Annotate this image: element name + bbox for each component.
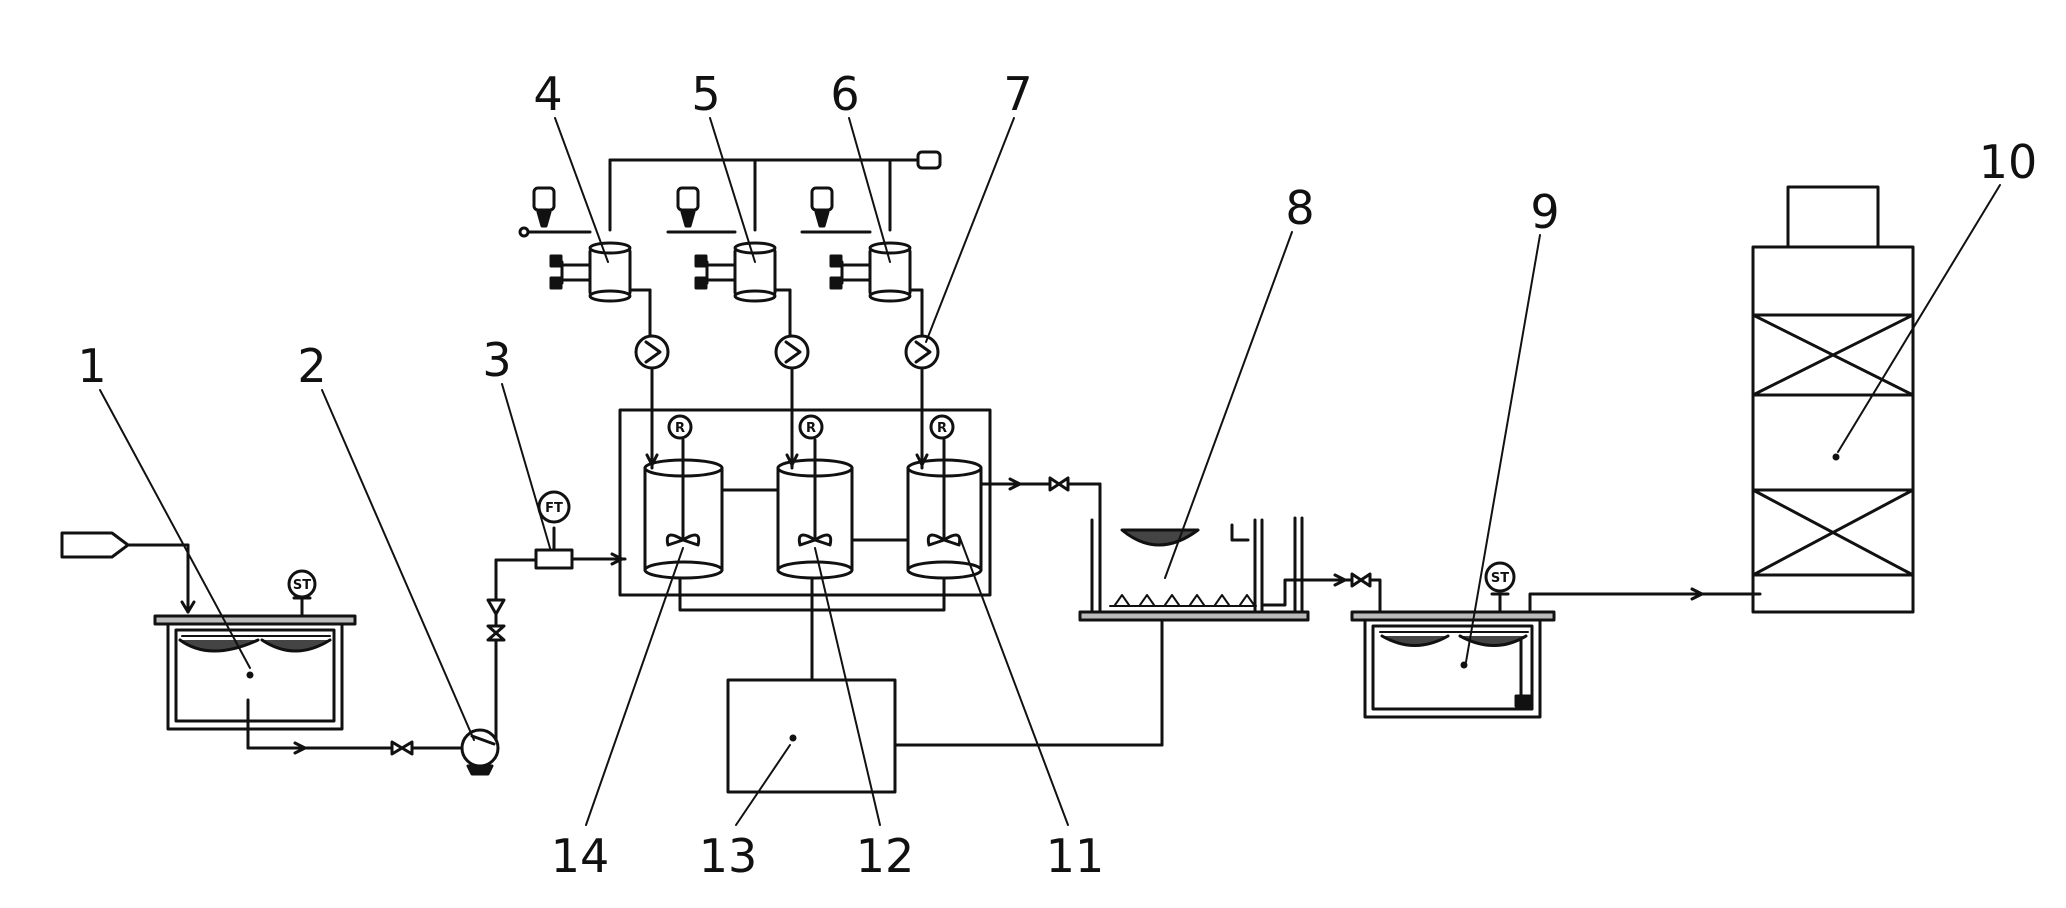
treatment-tower bbox=[1751, 185, 1915, 614]
leader-14 bbox=[585, 547, 684, 826]
reactor-c-tag: R bbox=[937, 421, 947, 436]
feed-tank-gauge bbox=[287, 569, 317, 618]
callout-6: 6 bbox=[830, 67, 859, 121]
clarified-line bbox=[1260, 572, 1382, 614]
reactor-b bbox=[776, 414, 854, 580]
leader-3 bbox=[501, 383, 551, 549]
feed-tank-gauge-tag: ST bbox=[293, 578, 311, 593]
leader-10 bbox=[1837, 184, 2001, 453]
settler-media bbox=[1109, 594, 1257, 607]
metering-pump-b bbox=[774, 334, 810, 470]
callout-10: 10 bbox=[1979, 135, 2038, 189]
effluent-tank-gauge-tag: ST bbox=[1491, 571, 1509, 586]
feed-inlet-pipe bbox=[60, 531, 196, 614]
feed-tank bbox=[153, 614, 357, 750]
leader-11 bbox=[959, 537, 1069, 826]
callout-14: 14 bbox=[551, 829, 610, 883]
reactor-c bbox=[906, 414, 983, 580]
callout-9: 9 bbox=[1530, 185, 1559, 239]
callout-1: 1 bbox=[77, 339, 106, 393]
callout-8: 8 bbox=[1285, 181, 1314, 235]
feed-pump bbox=[460, 558, 547, 776]
callout-4: 4 bbox=[533, 67, 562, 121]
leader-2 bbox=[321, 389, 475, 741]
reactor-b-tag: R bbox=[806, 421, 816, 436]
settling-tank bbox=[1078, 516, 1310, 747]
callout-5: 5 bbox=[691, 67, 720, 121]
callout-13: 13 bbox=[699, 829, 758, 883]
effluent-tank-gauge bbox=[1484, 561, 1516, 614]
tower-feed-line bbox=[1528, 587, 1762, 614]
leader-9 bbox=[1465, 234, 1541, 663]
metering-pump-a bbox=[634, 334, 670, 470]
callout-3: 3 bbox=[482, 333, 511, 387]
callout-7: 7 bbox=[1003, 67, 1032, 121]
leader-13 bbox=[735, 744, 791, 826]
dosing-header bbox=[608, 150, 942, 232]
leader-8 bbox=[1164, 231, 1293, 579]
control-unit bbox=[726, 678, 897, 794]
reactor-a bbox=[643, 414, 724, 580]
callout-11: 11 bbox=[1046, 829, 1105, 883]
dosing-tank-6 bbox=[800, 186, 924, 337]
leader-lines bbox=[99, 117, 2001, 826]
leader-4 bbox=[554, 117, 609, 263]
callout-12: 12 bbox=[856, 829, 915, 883]
suction-line bbox=[246, 740, 464, 756]
leader-5 bbox=[709, 117, 756, 263]
leader-12 bbox=[814, 547, 881, 826]
leader-1 bbox=[99, 389, 251, 669]
dosing-tank-5 bbox=[666, 186, 792, 337]
leader-6 bbox=[848, 117, 891, 263]
reactor-a-tag: R bbox=[675, 421, 685, 436]
reactor-enclosure bbox=[618, 408, 992, 597]
leader-7 bbox=[925, 117, 1015, 343]
effluent-tank bbox=[1350, 610, 1556, 719]
reactor-outlet-line bbox=[979, 476, 1102, 522]
metering-pump-c bbox=[904, 334, 940, 470]
flow-transmitter-tag: FT bbox=[545, 501, 563, 516]
callout-2: 2 bbox=[297, 339, 326, 393]
reactor-connections bbox=[678, 488, 946, 682]
dosing-tank-4 bbox=[518, 186, 652, 337]
